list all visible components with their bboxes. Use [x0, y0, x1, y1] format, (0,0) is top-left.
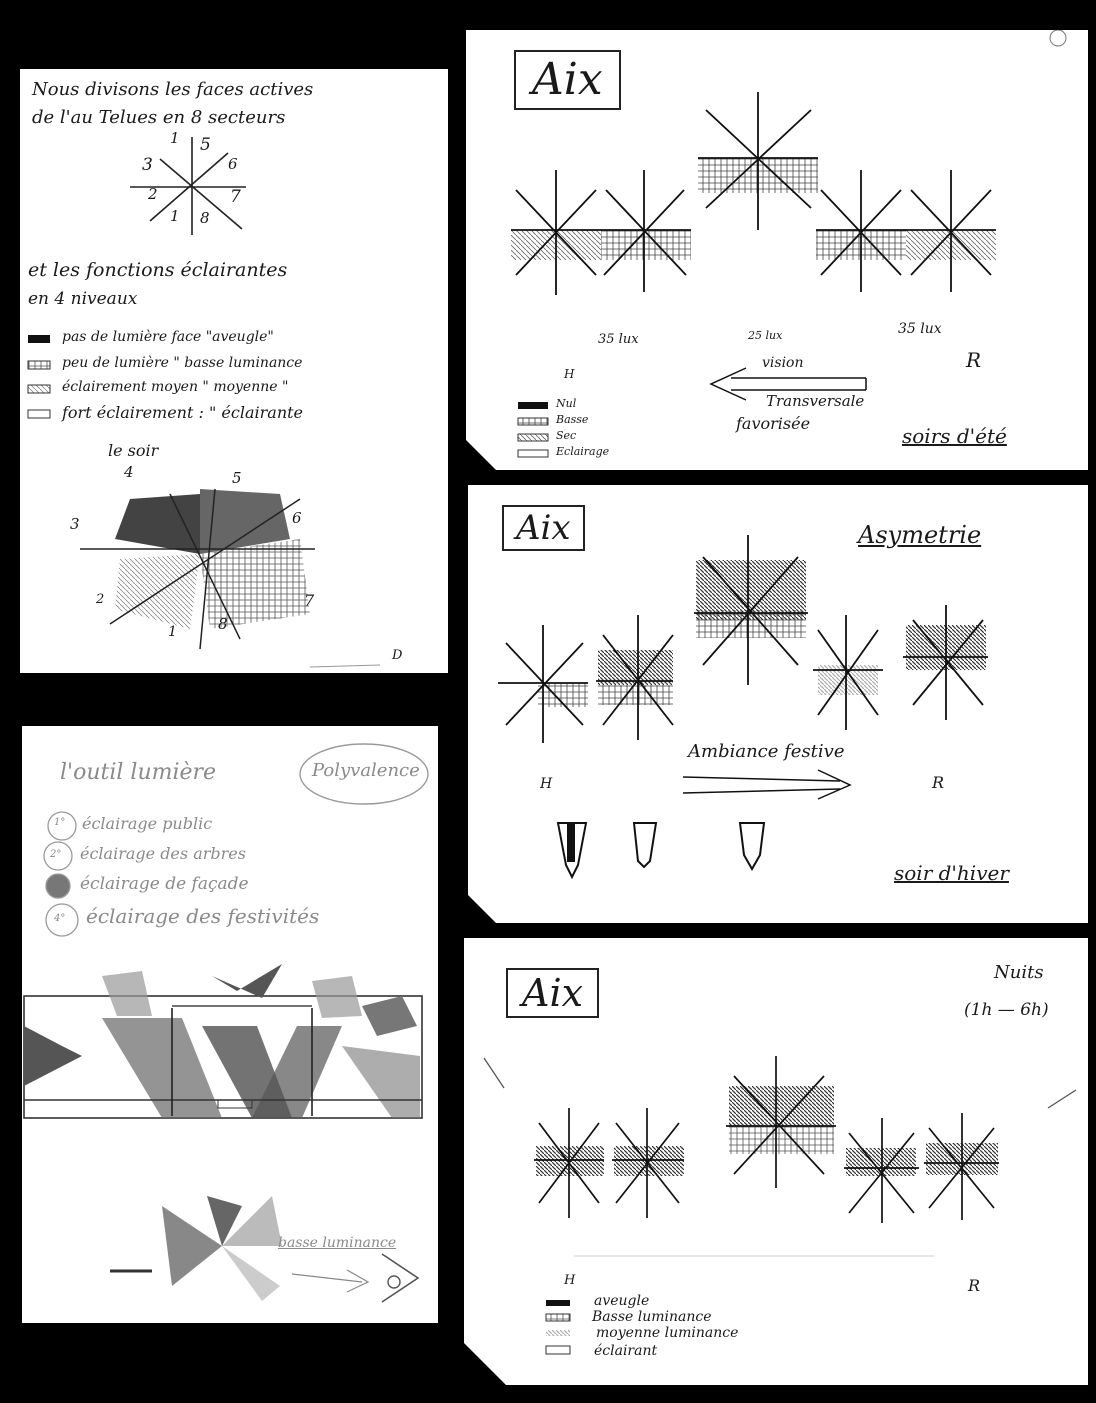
ete-h: H [564, 368, 574, 380]
big-num-3: 3 [70, 517, 80, 532]
outil-num-1: 1° [54, 818, 65, 828]
ete-transversale: Transversale [766, 394, 864, 409]
outil-polyvalence: Polyvalence [312, 762, 420, 780]
big-num-6: 6 [292, 511, 302, 526]
page-mark: D [392, 649, 402, 662]
hiver-title: Aix [502, 505, 585, 551]
level-item-2: peu de lumière " basse luminance [62, 356, 302, 370]
ete-title: Aix [514, 50, 621, 110]
nuits-hours: (1h — 6h) [964, 1002, 1049, 1019]
outil-num-2: 2° [50, 850, 61, 860]
nuits-r: R [968, 1278, 980, 1294]
hiver-ambiance: Ambiance festive [688, 743, 845, 761]
outil-item-4: éclairage des festivités [86, 906, 319, 926]
hiver-r: R [932, 775, 944, 791]
nuits-title: Aix [506, 968, 599, 1018]
ete-legend-2: Basse [556, 414, 588, 425]
outil-item-1: éclairage public [82, 816, 212, 832]
nuits-legend-3: moyenne luminance [596, 1326, 738, 1340]
nuits-h: H [564, 1274, 575, 1287]
sector-num-3: 3 [142, 157, 153, 174]
nuits-legend-1: aveugle [594, 1294, 649, 1308]
soir-label: le soir [108, 443, 158, 459]
sector-num-8: 8 [200, 211, 210, 226]
nuits-label: Nuits [994, 964, 1044, 982]
outil-basse: basse luminance [278, 1236, 396, 1250]
nuits-legend-4: éclairant [594, 1344, 657, 1358]
sector-num-1: 1 [170, 131, 180, 146]
ete-r: R [966, 350, 981, 370]
sheet-outil: l'outil lumière Polyvalence éclairage pu… [22, 726, 438, 1323]
hiver-caption: soir d'hiver [894, 863, 1009, 883]
hiver-asymetrie: Asymetrie [858, 523, 981, 547]
sector-num-2: 2 [148, 187, 158, 202]
sector-num-1b: 1 [170, 209, 180, 224]
ete-favorisee: favorisée [736, 416, 810, 432]
outil-item-3: éclairage de façade [80, 876, 249, 893]
sheet-hiver: Aix Asymetrie Ambiance festive H R soir … [468, 485, 1088, 923]
big-num-1: 1 [168, 625, 177, 639]
sector-num-6: 6 [228, 157, 238, 172]
outil-item-2: éclairage des arbres [80, 846, 246, 862]
outil-title: l'outil lumière [60, 762, 216, 784]
ete-legend-1: Nul [556, 398, 576, 409]
ete-lux-2: 25 lux [748, 330, 782, 341]
ete-lux-3: 35 lux [898, 322, 942, 336]
ete-lux-1: 35 lux [598, 333, 639, 346]
levels-line-1: et les fonctions éclairantes [28, 261, 287, 280]
sheet-sectors: Nous divisons les faces actives de l'au … [20, 69, 448, 673]
outil-num-4: 4° [54, 914, 65, 924]
intro-line-2: de l'au Telues en 8 secteurs [32, 109, 285, 127]
ete-legend-3: Sec [556, 430, 576, 441]
sector-num-7: 7 [230, 189, 241, 206]
level-item-3: éclairement moyen " moyenne " [62, 380, 288, 394]
level-item-1: pas de lumière face "aveugle" [62, 330, 274, 344]
big-num-5: 5 [232, 471, 242, 486]
sheet-nuits: Aix Nuits (1h — 6h) H R aveugle Basse lu… [464, 938, 1088, 1385]
big-num-4: 4 [124, 465, 134, 480]
hiver-h: H [540, 777, 552, 791]
ete-caption: soirs d'été [902, 426, 1007, 446]
level-item-4: fort éclairement : " éclairante [62, 405, 303, 421]
big-num-7: 7 [304, 593, 314, 609]
sheet-ete: Aix 35 lux 25 lux 35 lux H R vision Tran… [466, 30, 1088, 470]
big-num-2: 2 [96, 593, 104, 606]
levels-line-2: en 4 niveaux [28, 291, 137, 308]
ete-legend-4: Eclairage [556, 446, 609, 457]
big-num-8: 8 [218, 617, 228, 632]
ete-vision: vision [762, 356, 804, 370]
nuits-legend-2: Basse luminance [592, 1310, 712, 1324]
intro-line-1: Nous divisons les faces actives [32, 81, 313, 99]
sector-num-5: 5 [200, 137, 211, 154]
